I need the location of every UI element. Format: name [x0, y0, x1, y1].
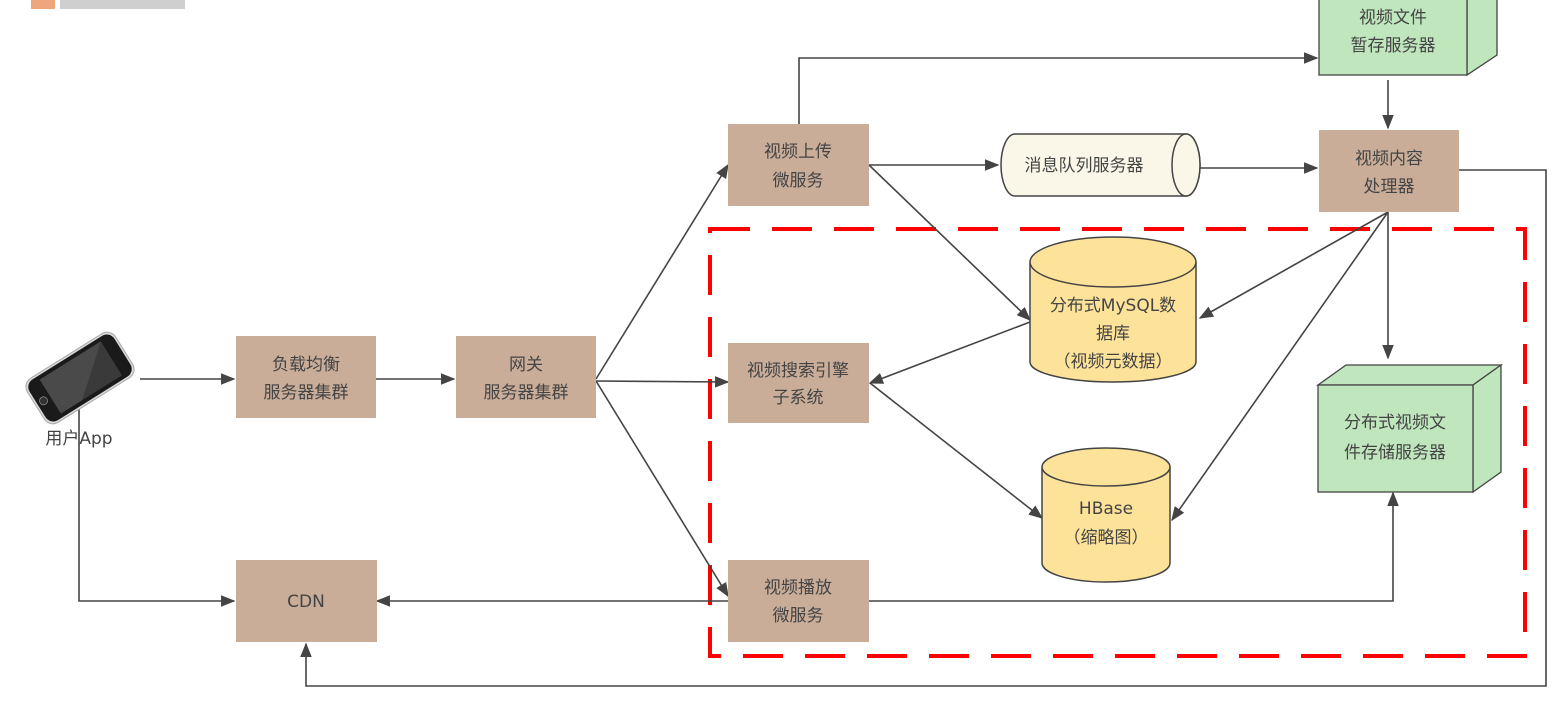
edge-play-filestore — [869, 491, 1399, 602]
temp-storage-node[interactable]: 视频文件 暂存服务器 — [1318, 0, 1498, 77]
edge-gateway-upload — [595, 163, 729, 380]
edge-mysql-search — [868, 321, 1031, 384]
hbase-line2: （缩略图） — [1064, 528, 1149, 548]
temp-storage-line1: 视频文件 — [1359, 8, 1427, 28]
edge-gateway-play — [595, 380, 729, 598]
edge-processor-cdn — [300, 169, 1547, 687]
edge-processor-mysql — [1198, 211, 1389, 319]
gateway-node[interactable]: 网关 服务器集群 — [456, 336, 596, 418]
content-processor-line2: 处理器 — [1364, 177, 1415, 197]
smartphone-icon — [25, 331, 135, 425]
content-processor-node[interactable]: 视频内容 处理器 — [1319, 130, 1459, 212]
play-service-line1: 视频播放 — [764, 578, 832, 598]
mysql-line3: （视频元数据） — [1054, 352, 1173, 372]
load-balancer-node[interactable]: 负载均衡 服务器集群 — [236, 336, 376, 418]
file-storage-node[interactable]: 分布式视频文 件存储服务器 — [1315, 363, 1504, 494]
upload-service-node[interactable]: 视频上传 微服务 — [728, 124, 869, 206]
load-balancer-line2: 服务器集群 — [264, 383, 349, 403]
edge-gateway-search — [595, 376, 730, 388]
hbase-node[interactable]: HBase （缩略图） — [1041, 447, 1171, 583]
edge-upload-temp — [798, 52, 1319, 124]
gateway-line2: 服务器集群 — [484, 383, 569, 403]
cdn-node[interactable]: CDN — [236, 560, 377, 642]
user-app-label: 用户App — [45, 429, 112, 449]
edge-upload-mysql — [868, 164, 1032, 321]
mysql-line1: 分布式MySQL数 — [1050, 296, 1176, 316]
mysql-line2: 据库 — [1096, 324, 1130, 344]
edge-app-cdn — [78, 385, 236, 607]
play-service-node[interactable]: 视频播放 微服务 — [728, 560, 869, 642]
search-engine-node[interactable]: 视频搜索引擎 子系统 — [728, 343, 869, 423]
mysql-database-node[interactable]: 分布式MySQL数 据库 （视频元数据） — [1029, 236, 1197, 383]
hbase-line1: HBase — [1079, 499, 1133, 519]
logo — [31, 0, 185, 9]
load-balancer-line1: 负载均衡 — [272, 355, 340, 375]
content-processor-line1: 视频内容 — [1355, 149, 1423, 169]
file-storage-line2: 件存储服务器 — [1344, 443, 1446, 463]
edge-search-hbase — [869, 382, 1044, 519]
search-engine-line1: 视频搜索引擎 — [747, 361, 849, 381]
file-storage-line1: 分布式视频文 — [1344, 413, 1446, 433]
gateway-line1: 网关 — [509, 355, 543, 375]
search-engine-line2: 子系统 — [773, 388, 824, 408]
message-queue-label: 消息队列服务器 — [1025, 156, 1144, 176]
temp-storage-line2: 暂存服务器 — [1351, 36, 1436, 56]
message-queue-node[interactable]: 消息队列服务器 — [1000, 133, 1201, 197]
edge-processor-hbase — [1171, 211, 1389, 522]
upload-service-line1: 视频上传 — [764, 142, 832, 162]
highlight-region — [708, 227, 1527, 658]
connectors — [78, 52, 1547, 687]
play-service-line2: 微服务 — [773, 606, 824, 626]
cdn-label: CDN — [287, 592, 325, 612]
upload-service-line2: 微服务 — [773, 171, 824, 191]
